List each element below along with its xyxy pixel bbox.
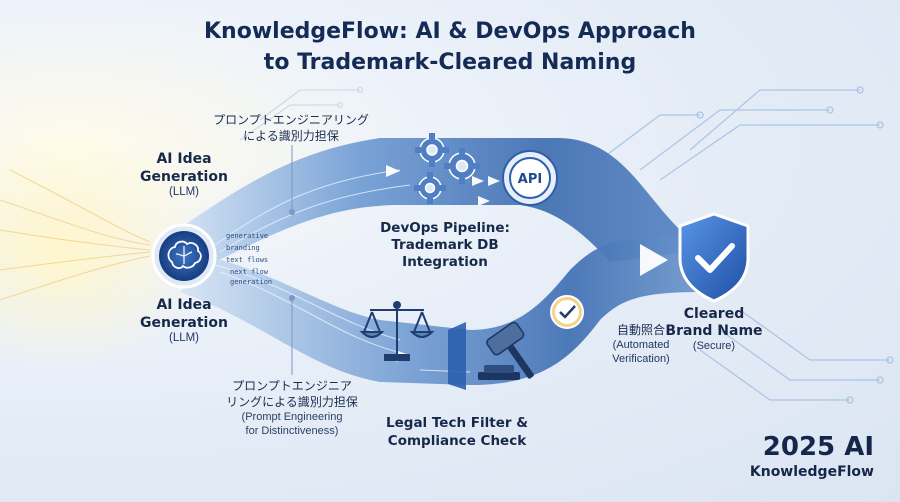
footer-brand: KnowledgeFlow xyxy=(749,464,874,480)
label-connectors xyxy=(289,145,295,375)
prompt-top-line-1: プロンプトエンジニアリング xyxy=(213,113,369,127)
devops-pipeline-label: DevOps Pipeline: Trademark DB Integratio… xyxy=(380,220,510,271)
ai-generation-bottom: AI Idea Generation (LLM) xyxy=(134,296,234,344)
api-icon: API xyxy=(502,150,558,206)
shield-check-icon xyxy=(678,212,750,303)
footer-year: 2025 AI xyxy=(762,432,874,462)
prompt-bottom-line-2: リングによる識別力担保 xyxy=(226,395,358,409)
legal-tech-label: Legal Tech Filter & Compliance Check xyxy=(372,414,542,450)
legal-line-2: Compliance Check xyxy=(387,433,527,449)
devops-line-3: Integration xyxy=(402,254,488,270)
verify-sub-1: (Automated xyxy=(612,339,670,351)
devops-line-1: DevOps Pipeline: xyxy=(380,220,510,236)
light-glow xyxy=(0,130,210,370)
cleared-line-2: Brand Name xyxy=(665,323,763,339)
title-line-2: to Trademark-Cleared Naming xyxy=(263,50,637,75)
ai-bottom-line-1: AI Idea xyxy=(156,297,212,313)
cleared-line-1: Cleared xyxy=(683,306,745,322)
filter-panel xyxy=(448,322,466,390)
circuit-lines-top xyxy=(599,86,884,181)
verify-sub-2: Verification) xyxy=(612,353,670,365)
ai-bottom-line-2: Generation xyxy=(140,315,228,331)
stream-word-1: generative xyxy=(226,232,268,240)
prompt-top-line-2: による識別力担保 xyxy=(243,129,339,143)
stream-word-3: text flows xyxy=(226,256,268,264)
prompt-bottom-sub-1: (Prompt Engineering xyxy=(241,411,343,423)
prompt-bottom-sub-2: for Distinctiveness) xyxy=(245,425,339,437)
scales-icon xyxy=(359,301,435,361)
gavel-icon xyxy=(478,321,534,380)
prompt-label-top: プロンプトエンジニアリング による識別力担保 xyxy=(186,112,396,144)
prompt-bottom-line-1: プロンプトエンジニア xyxy=(232,379,352,393)
automated-verification-label: 自動照合 (Automated Verification) xyxy=(596,322,686,366)
bottom-flow-river xyxy=(180,236,700,385)
cleared-sub: (Secure) xyxy=(692,340,736,352)
ai-top-line-1: AI Idea xyxy=(156,151,212,167)
title-line-1: KnowledgeFlow: AI & DevOps Approach xyxy=(204,19,696,44)
stream-word-2: branding xyxy=(226,244,260,252)
prompt-label-bottom: プロンプトエンジニア リングによる識別力担保 (Prompt Engineeri… xyxy=(212,378,372,438)
verify-jp: 自動照合 xyxy=(616,323,665,337)
gear-icon xyxy=(414,133,480,204)
ai-generation-top: AI Idea Generation (LLM) xyxy=(134,150,234,198)
ai-top-line-2: Generation xyxy=(140,169,228,185)
page-title: KnowledgeFlow: AI & DevOps Approach to T… xyxy=(0,16,900,78)
cleared-brand-label: Cleared Brand Name (Secure) xyxy=(664,306,764,352)
brain-icon xyxy=(151,223,217,289)
checkmark-icon xyxy=(550,295,584,329)
stream-word-5: generation xyxy=(230,278,272,286)
legal-line-1: Legal Tech Filter & xyxy=(386,415,528,431)
ai-bottom-sub: (LLM) xyxy=(168,332,200,344)
light-streaks xyxy=(0,169,151,301)
circuit-lines-bottom xyxy=(699,309,894,404)
top-flow-river xyxy=(180,138,700,262)
api-text: API xyxy=(518,172,542,187)
devops-line-2: Trademark DB xyxy=(391,237,499,253)
stream-word-4: next flow xyxy=(230,268,269,276)
ai-top-sub: (LLM) xyxy=(168,186,200,198)
circuit-lines-left xyxy=(239,86,364,141)
